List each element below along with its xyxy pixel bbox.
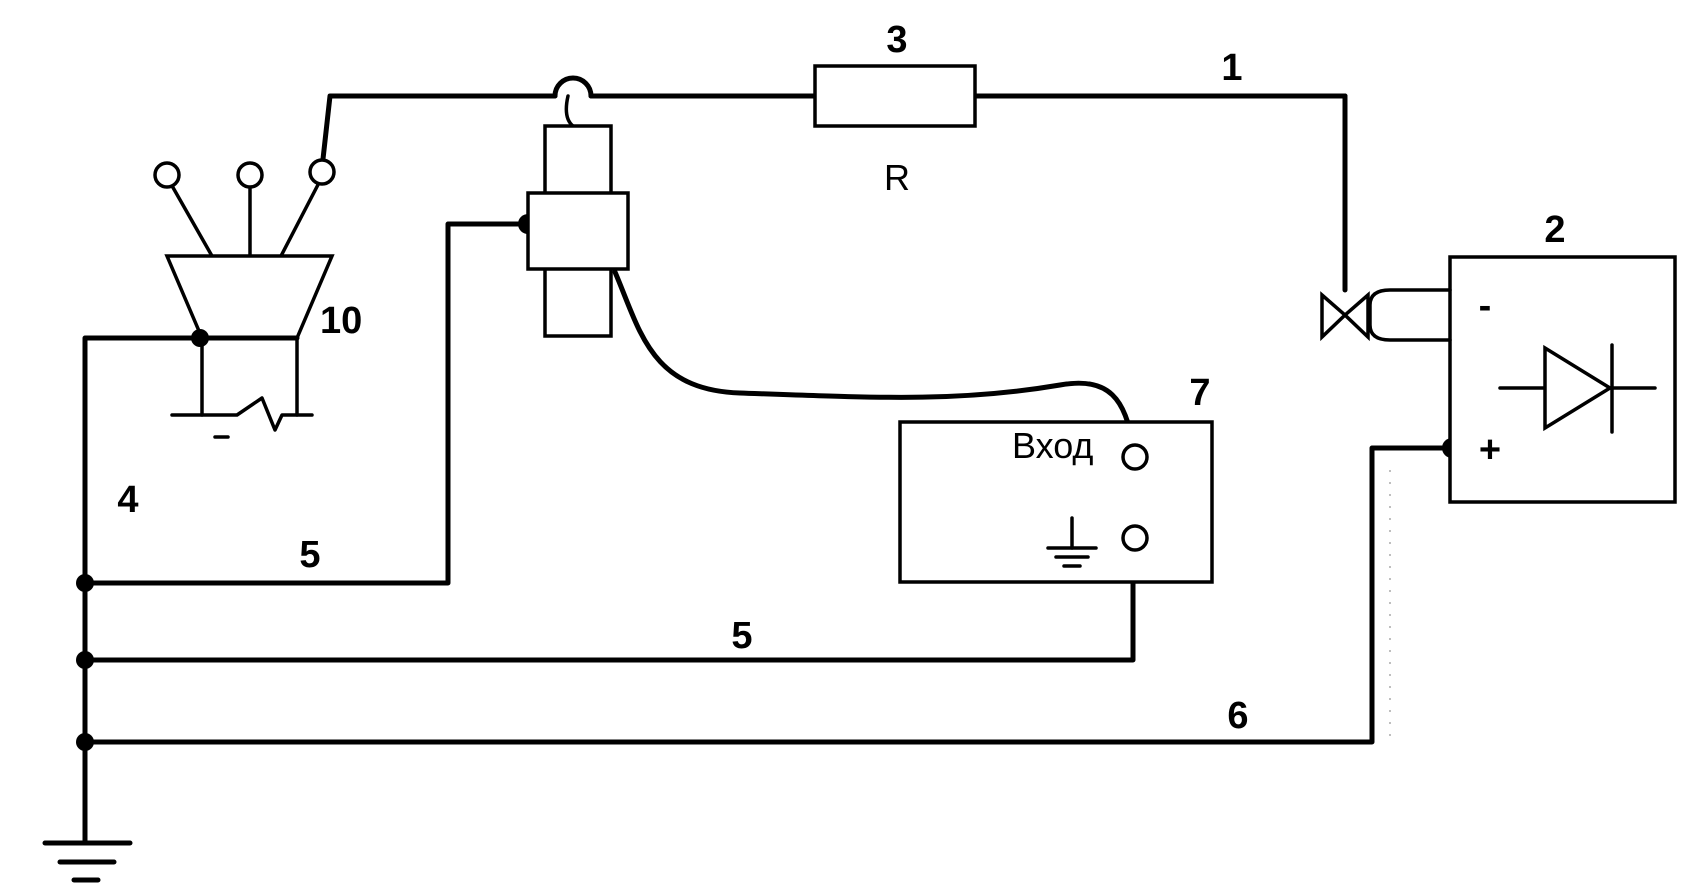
ground-wire-label: 4 — [117, 479, 138, 521]
ground-wire-4 — [82, 335, 300, 846]
rectifier-number-label: 2 — [1544, 209, 1565, 251]
wire-5-upper-label: 5 — [299, 534, 320, 576]
wire-1-top — [319, 75, 1348, 293]
wire-6-label: 6 — [1227, 695, 1248, 737]
ground-symbol — [42, 840, 133, 883]
resistor-number-label: 3 — [886, 19, 907, 61]
resistor-symbol-label: R — [884, 157, 910, 198]
connector-right-wing — [1342, 291, 1370, 342]
connector-left-wing — [1320, 291, 1348, 342]
plug-body — [164, 254, 335, 340]
wire-5-lower-label: 5 — [731, 615, 752, 657]
diode-icon — [1498, 343, 1657, 434]
rectifier-plus-label: + — [1479, 429, 1501, 471]
device-number-label: 7 — [1189, 372, 1210, 414]
plug-terminal-middle — [236, 161, 264, 189]
rectifier-minus-label: - — [1479, 285, 1492, 327]
clamp-hook — [564, 94, 575, 128]
junction-node-1 — [76, 574, 94, 592]
device-input-terminal — [1121, 443, 1149, 471]
plug-terminal-left — [153, 161, 181, 189]
device-ground-icon — [1046, 516, 1098, 568]
plug-number-label: 10 — [320, 300, 362, 342]
clamp-head — [526, 191, 630, 271]
signal-cable — [612, 269, 1136, 448]
plug-terminal-right — [308, 158, 336, 186]
minus-connector — [1320, 288, 1452, 342]
device-ground-terminal — [1121, 524, 1149, 552]
wire-1-label: 1 — [1221, 47, 1242, 89]
device-input-label: Вход — [1012, 425, 1093, 466]
spark-plug — [153, 158, 336, 439]
resistor — [813, 64, 977, 128]
wire-6 — [82, 445, 1455, 745]
junction-node-2 — [76, 651, 94, 669]
plug-break-mark — [170, 396, 314, 432]
inductive-clamp — [526, 124, 630, 338]
junction-node-3 — [76, 733, 94, 751]
wire-5-upper — [82, 221, 531, 586]
plug-ground-node — [191, 329, 209, 347]
